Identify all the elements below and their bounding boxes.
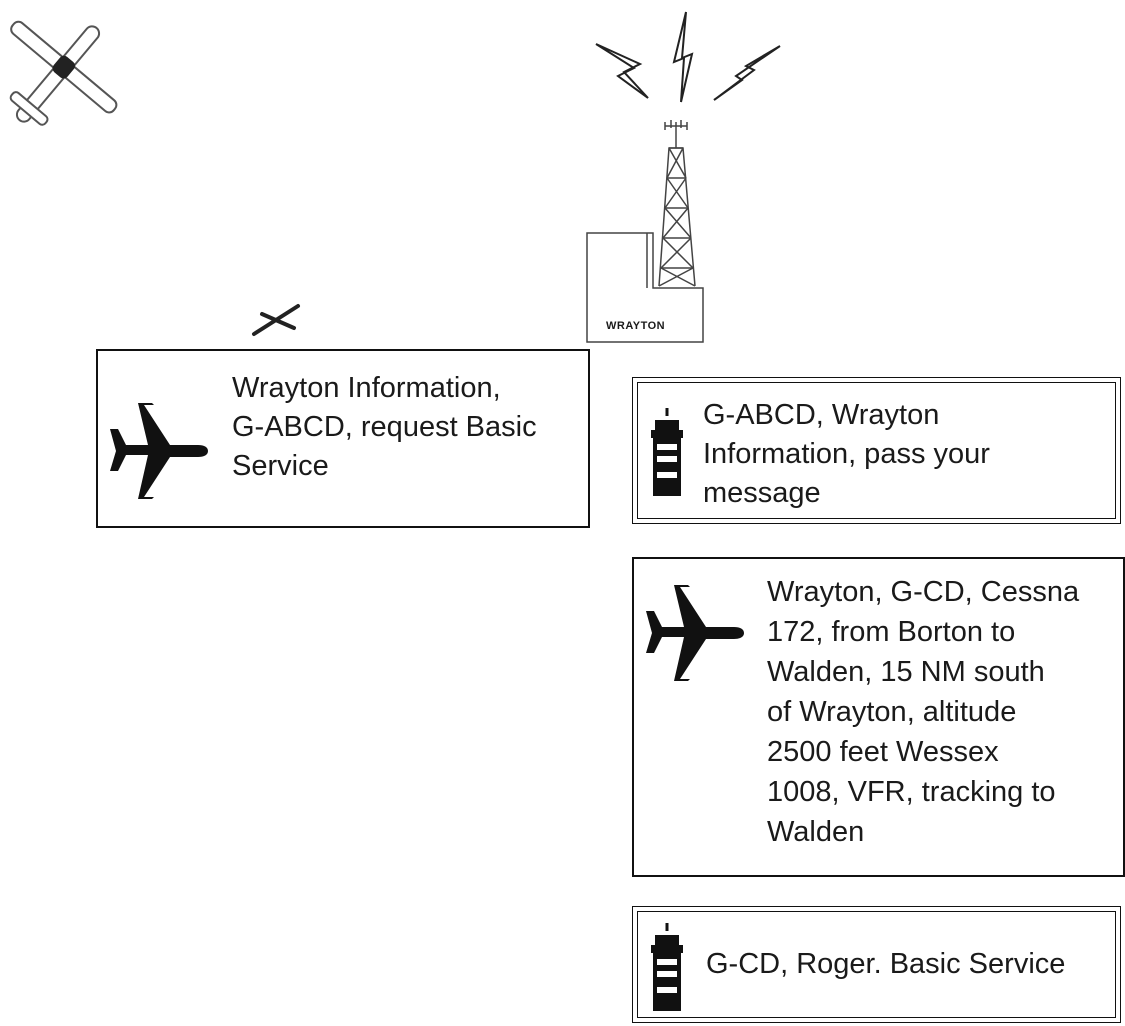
control-tower-icon	[651, 923, 683, 1011]
station-name-label: WRAYTON	[606, 320, 666, 332]
message-box-aircraft-request: Wrayton Information, G-ABCD, request Bas…	[96, 349, 590, 528]
airplane-icon	[110, 403, 208, 499]
distant-aircraft-icon	[252, 304, 300, 336]
control-tower-icon	[651, 408, 683, 496]
message-box-aircraft-details: Wrayton, G-CD, Cessna 172, from Borton t…	[632, 557, 1125, 877]
radio-tower-icon	[586, 120, 704, 343]
message-text: Wrayton, G-CD, Cessna 172, from Borton t…	[767, 576, 1080, 848]
airplane-icon	[646, 585, 744, 681]
message-text: G-ABCD, Wrayton Information, pass your m…	[703, 399, 990, 509]
light-aircraft-icon	[9, 20, 118, 126]
message-box-ground-reply: G-ABCD, Wrayton Information, pass your m…	[632, 377, 1121, 524]
message-text: Wrayton Information, G-ABCD, request Bas…	[232, 372, 537, 482]
message-text: G-CD, Roger. Basic Service	[706, 948, 1066, 980]
message-box-ground-ack: G-CD, Roger. Basic Service	[632, 906, 1121, 1023]
radio-signal-icon	[595, 11, 781, 103]
